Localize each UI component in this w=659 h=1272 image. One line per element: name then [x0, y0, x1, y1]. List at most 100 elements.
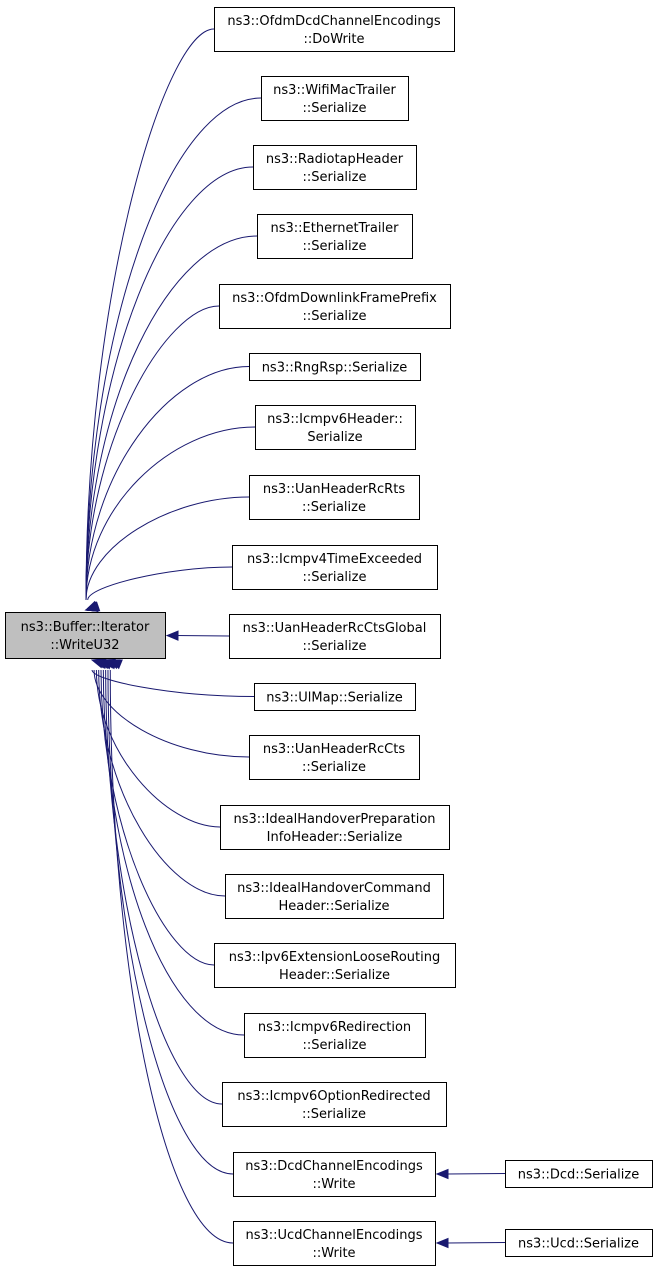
edge-line — [102, 669, 245, 1036]
edge-line — [85, 496, 250, 601]
node-label-line: ::Serialize — [303, 570, 367, 585]
edge-line — [93, 669, 250, 758]
edge-ideal-handover-preparation-info-header-serialize — [95, 659, 221, 828]
node-box — [229, 614, 441, 659]
node-label-line: ns3::RadiotapHeader — [266, 152, 404, 167]
node-label-line: Header::Serialize — [278, 899, 389, 914]
node-ofdm-downlink-frame-prefix-serialize[interactable]: ns3::OfdmDownlinkFramePrefix::Serialize — [219, 284, 451, 329]
node-icmpv6-redirection-serialize[interactable]: ns3::Icmpv6Redirection::Serialize — [244, 1013, 426, 1058]
arrowhead — [435, 1237, 449, 1249]
node-box — [505, 1160, 653, 1188]
edge-uan-header-rc-rts-serialize — [84, 496, 250, 612]
node-box — [5, 612, 166, 659]
edge-uan-header-rc-cts-global-serialize — [165, 630, 230, 641]
node-label-line: ns3::UcdChannelEncodings — [245, 1228, 422, 1243]
node-box — [254, 683, 416, 711]
edge-rng-rsp-serialize — [84, 366, 250, 612]
edge-line — [105, 669, 223, 1105]
edge-line — [91, 669, 255, 697]
node-box — [214, 943, 456, 988]
node-ethernet-trailer-serialize[interactable]: ns3::EthernetTrailer::Serialize — [257, 214, 413, 259]
node-label-line: ::Serialize — [302, 1107, 366, 1122]
node-label-line: ns3::Icmpv4TimeExceeded — [247, 552, 422, 567]
node-box — [233, 1152, 436, 1197]
edge-line — [85, 426, 256, 601]
node-layer: ns3::Buffer::Iterator::WriteU32 ns3::Ofdm… — [5, 7, 653, 1266]
edge-line — [109, 669, 234, 1244]
edge-line — [107, 669, 234, 1175]
node-label-line: ns3::Icmpv6Header:: — [267, 412, 403, 427]
node-dcd-channel-encodings-write[interactable]: ns3::DcdChannelEncodings::Write — [233, 1152, 436, 1197]
node-box — [253, 145, 417, 190]
node-write-u32[interactable]: ns3::Buffer::Iterator::WriteU32 — [5, 612, 166, 659]
edge-line — [87, 566, 233, 601]
edge-ofdm-downlink-frame-prefix-serialize — [84, 305, 220, 611]
node-ideal-handover-command-header-serialize[interactable]: ns3::IdealHandoverCommandHeader::Seriali… — [225, 874, 444, 919]
edge-wifi-mac-trailer-serialize — [84, 97, 262, 612]
node-radiotap-header-serialize[interactable]: ns3::RadiotapHeader::Serialize — [253, 145, 417, 190]
node-icmpv4-time-exceeded-serialize[interactable]: ns3::Icmpv4TimeExceeded::Serialize — [232, 545, 438, 590]
node-label-line: ::Serialize — [302, 500, 366, 515]
node-label-line: ::WriteU32 — [50, 638, 119, 653]
node-label-line: ::DoWrite — [303, 32, 364, 47]
node-label-line: ::Serialize — [303, 101, 367, 116]
edge-dcd-serialize — [435, 1168, 506, 1180]
edge-uan-header-rc-cts-serialize — [92, 658, 250, 758]
node-label-line: ns3::UanHeaderRcCts — [263, 742, 405, 757]
edge-line — [85, 305, 220, 601]
edge-icmpv6-header-serialize — [84, 426, 256, 612]
edge-line — [100, 669, 215, 966]
edge-ucd-channel-encodings-write — [109, 659, 234, 1244]
edge-layer — [84, 28, 506, 1249]
node-box — [225, 874, 444, 919]
node-box — [219, 284, 451, 329]
node-label-line: ns3::RngRsp::Serialize — [262, 361, 408, 376]
node-uan-header-rc-cts-global-serialize[interactable]: ns3::UanHeaderRcCtsGlobal::Serialize — [229, 614, 441, 659]
node-label-line: ns3::OfdmDcdChannelEncodings — [227, 14, 440, 29]
edge-line — [446, 1242, 506, 1244]
node-box — [244, 1013, 426, 1058]
edge-line — [85, 97, 262, 601]
node-wifi-mac-trailer-serialize[interactable]: ns3::WifiMacTrailer::Serialize — [261, 76, 409, 121]
node-ideal-handover-preparation-info-header-serialize[interactable]: ns3::IdealHandoverPreparationInfoHeader:… — [220, 805, 450, 850]
node-label-line: ns3::Buffer::Iterator — [21, 620, 150, 635]
edge-line — [85, 28, 215, 601]
node-label-line: ns3::Dcd::Serialize — [518, 1168, 639, 1183]
node-uan-header-rc-rts-serialize[interactable]: ns3::UanHeaderRcRts::Serialize — [249, 475, 420, 520]
node-label-line: ns3::UanHeaderRcRts — [263, 482, 405, 497]
node-box — [220, 805, 450, 850]
node-box — [261, 76, 409, 121]
edge-line — [95, 669, 221, 828]
node-ucd-serialize[interactable]: ns3::Ucd::Serialize — [505, 1229, 653, 1257]
node-label-line: ::Serialize — [303, 309, 367, 324]
node-rng-rsp-serialize[interactable]: ns3::RngRsp::Serialize — [249, 353, 421, 381]
node-box — [249, 735, 420, 780]
edge-dcd-channel-encodings-write — [106, 659, 234, 1175]
node-label-line: InfoHeader::Serialize — [267, 830, 403, 845]
edge-line — [85, 366, 250, 601]
edge-line — [446, 1173, 506, 1175]
node-icmpv6-option-redirected-serialize[interactable]: ns3::Icmpv6OptionRedirected::Serialize — [222, 1082, 447, 1127]
node-label-line: ::Serialize — [303, 239, 367, 254]
node-icmpv6-header-serialize[interactable]: ns3::Icmpv6Header::Serialize — [255, 405, 416, 450]
node-box — [222, 1082, 447, 1127]
node-ipv6-extension-loose-routing-header-serialize[interactable]: ns3::Ipv6ExtensionLooseRoutingHeader::Se… — [214, 943, 456, 988]
node-label-line: ::Serialize — [302, 760, 366, 775]
node-ofdm-dcd-channel-encodings-dowrite[interactable]: ns3::OfdmDcdChannelEncodings::DoWrite — [214, 7, 455, 52]
node-box — [255, 405, 416, 450]
node-uan-header-rc-cts-serialize[interactable]: ns3::UanHeaderRcCts::Serialize — [249, 735, 420, 780]
node-box — [505, 1229, 653, 1257]
arrowhead — [165, 630, 179, 641]
node-label-line: Serialize — [307, 430, 362, 445]
node-label-line: ns3::IdealHandoverPreparation — [233, 812, 435, 827]
node-box — [257, 214, 413, 259]
node-box — [249, 353, 421, 381]
edge-ucd-serialize — [435, 1237, 506, 1249]
node-label-line: Header::Serialize — [279, 968, 390, 983]
node-ucd-channel-encodings-write[interactable]: ns3::UcdChannelEncodings::Write — [233, 1221, 436, 1266]
node-label-line: ::Serialize — [303, 639, 367, 654]
edge-ipv6-extension-loose-routing-header-serialize — [99, 659, 215, 966]
node-ul-map-serialize[interactable]: ns3::UlMap::Serialize — [254, 683, 416, 711]
edge-ofdm-dcd-channel-encodings-dowrite — [84, 28, 215, 611]
node-dcd-serialize[interactable]: ns3::Dcd::Serialize — [505, 1160, 653, 1188]
